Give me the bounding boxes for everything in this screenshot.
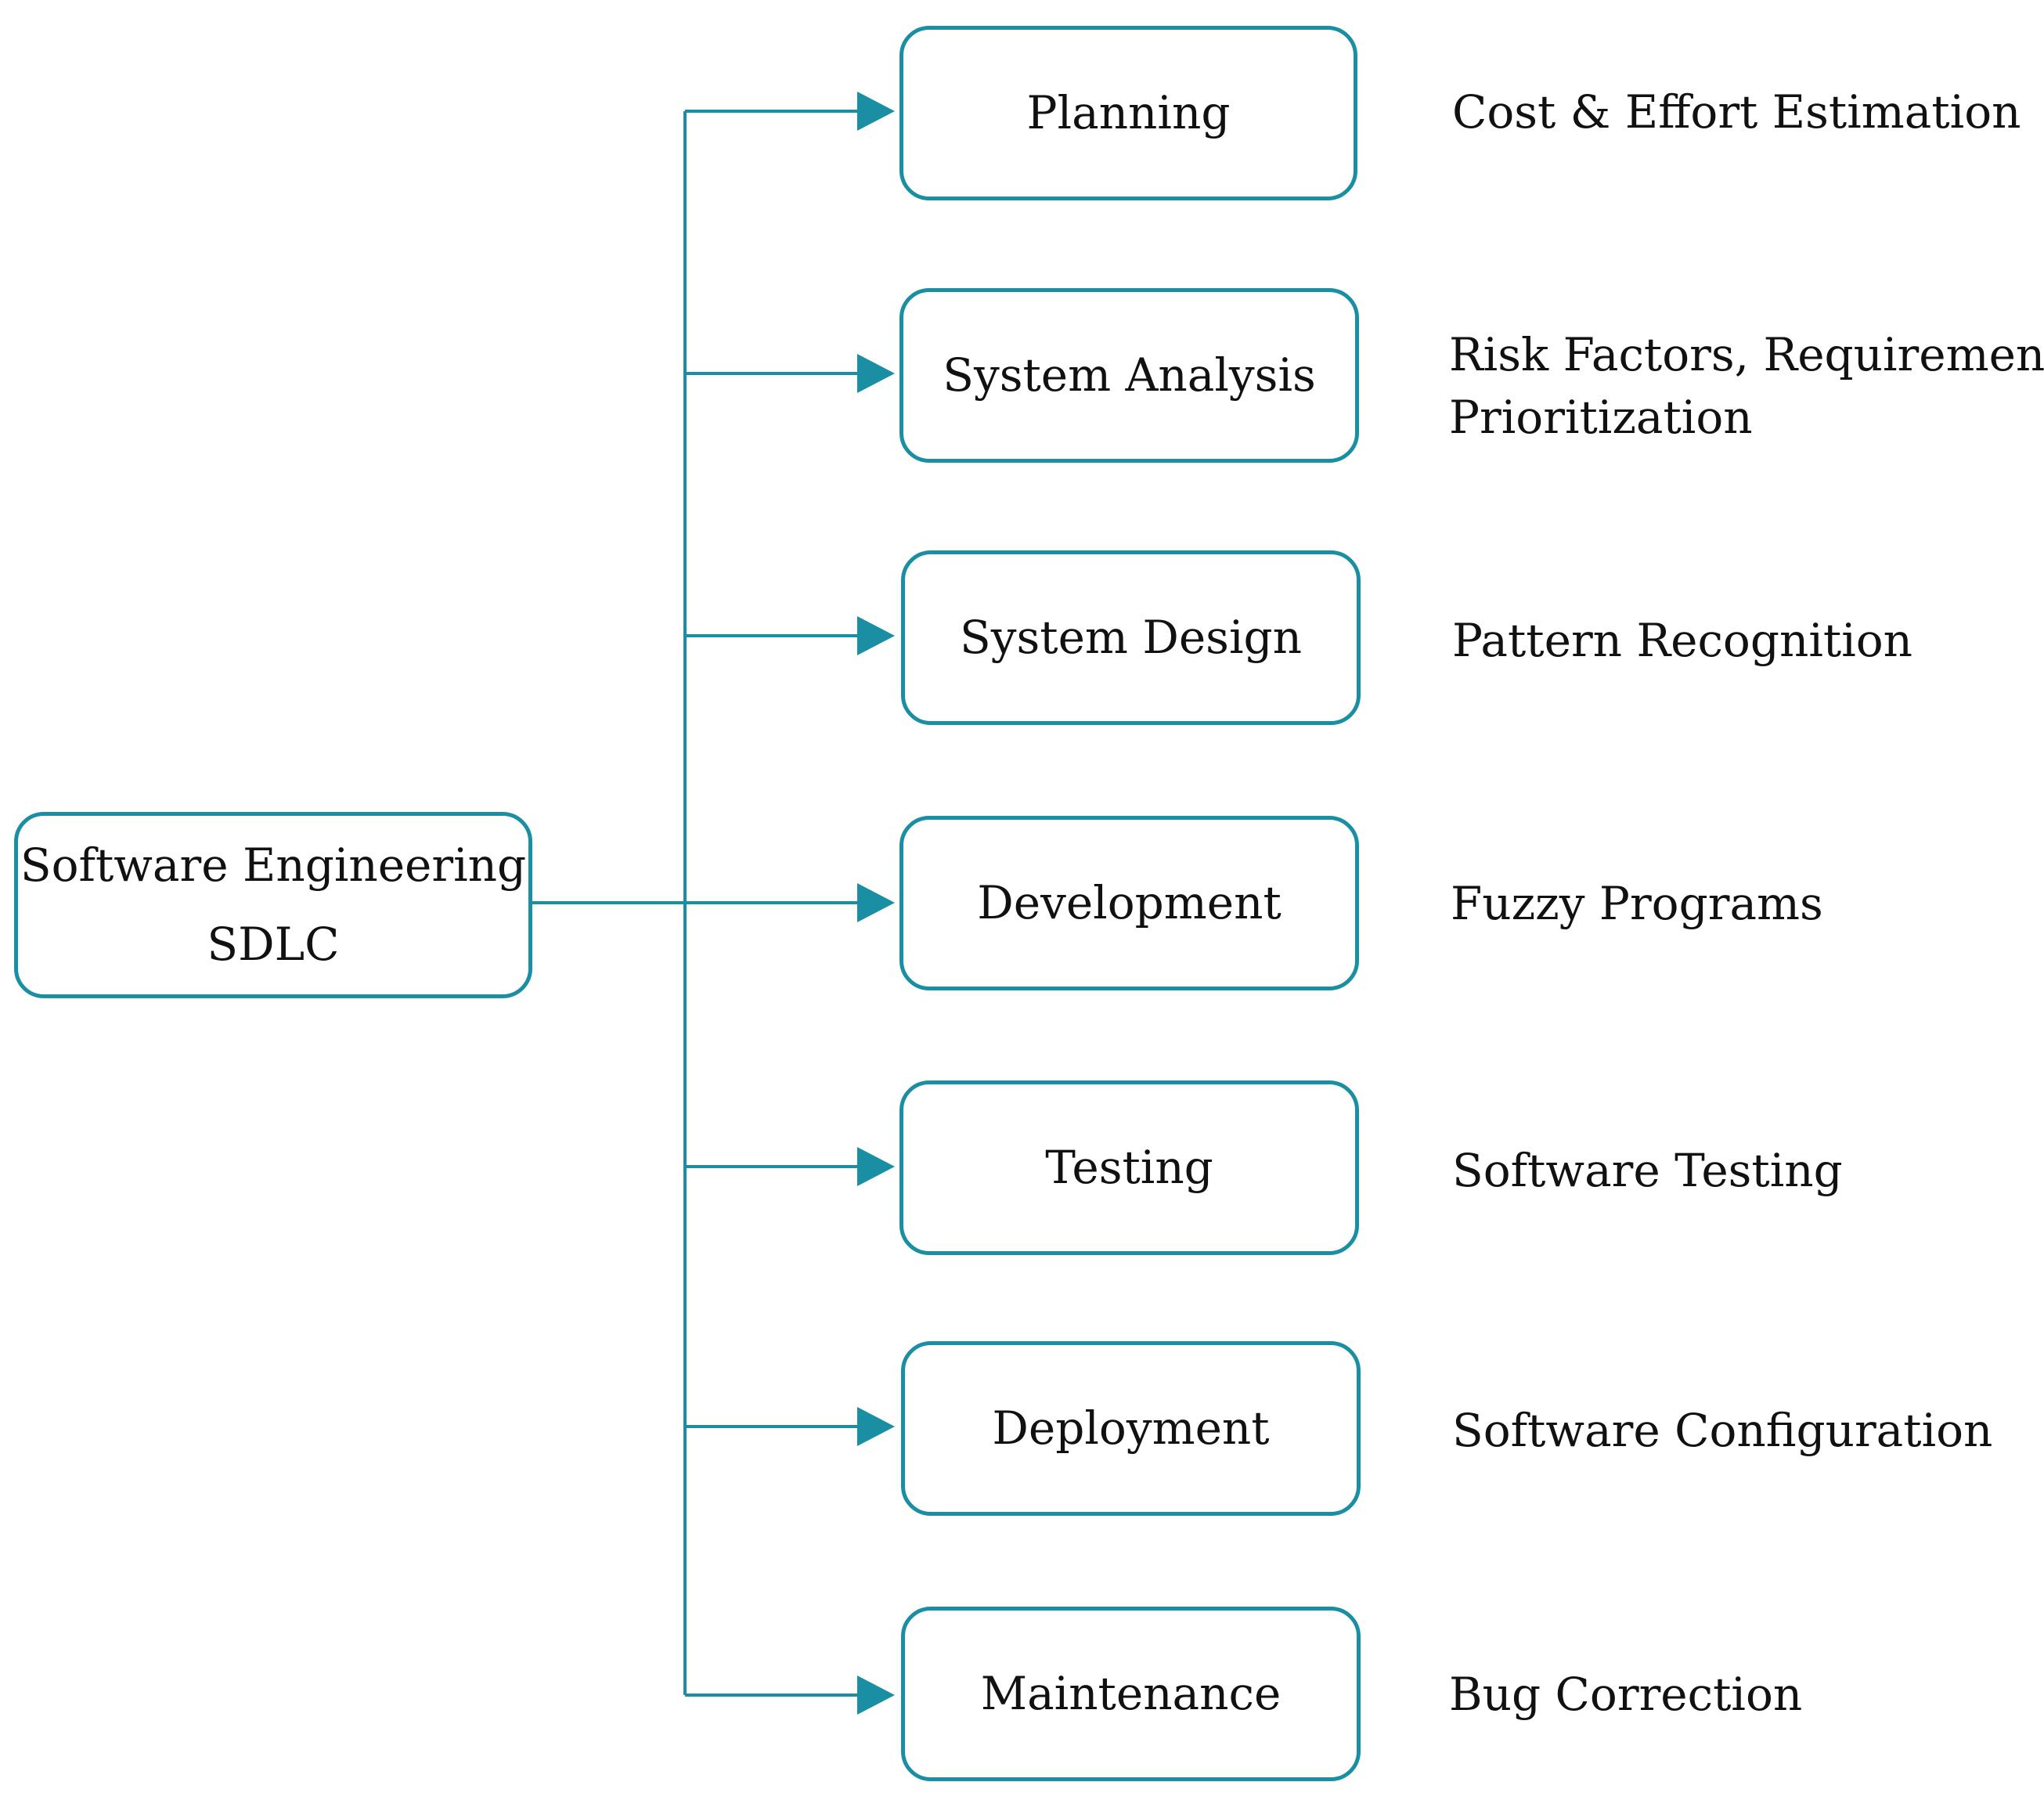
stage-node-maintenance: Maintenance [901,1607,1361,1781]
root-node-subtitle: SDLC [207,918,340,971]
stage-note-line: Bug Correction [1449,1668,1803,1721]
stage-node-testing: Testing [899,1080,1359,1255]
stage-note-deployment: Software Configuration [1452,1399,1992,1462]
arrowhead-system-analysis [857,354,895,393]
stage-note-development: Fuzzy Programs [1451,872,1823,935]
stage-label-testing: Testing [1045,1140,1213,1194]
stage-note-testing: Software Testing [1452,1139,1843,1202]
stage-note-system-analysis: Risk Factors, Requirements Prioritizatio… [1449,323,2044,449]
arrowhead-planning [857,92,895,131]
root-node-title: Software Engineering [20,838,527,892]
stage-note-line: Risk Factors, Requirements [1449,328,2044,381]
stage-label-maintenance: Maintenance [980,1666,1282,1720]
stage-note-line: Prioritization [1449,391,1753,445]
stage-note-planning: Cost & Effort Estimation [1452,81,2021,143]
stage-node-deployment: Deployment [901,1341,1361,1516]
stage-note-line: Cost & Effort Estimation [1452,85,2021,139]
stage-note-line: Software Configuration [1452,1404,1993,1457]
stage-note-line: Fuzzy Programs [1451,877,1823,930]
arrowhead-deployment [857,1407,895,1446]
stage-node-system-design: System Design [901,550,1361,725]
stage-node-system-analysis: System Analysis [899,288,1359,463]
stage-note-line: Pattern Recognition [1452,614,1913,667]
arrowhead-development [857,883,895,922]
stage-label-system-analysis: System Analysis [943,348,1316,402]
arrowhead-system-design [857,616,895,655]
stage-node-planning: Planning [899,26,1357,200]
arrowhead-testing [857,1147,895,1186]
arrowhead-maintenance [857,1676,895,1715]
stage-note-system-design: Pattern Recognition [1452,609,1912,672]
stage-note-line: Software Testing [1452,1144,1843,1197]
stage-label-planning: Planning [1026,85,1231,139]
stage-label-system-design: System Design [960,610,1302,664]
stage-node-development: Development [899,816,1359,990]
stage-label-deployment: Deployment [992,1401,1270,1455]
stage-label-development: Development [977,875,1282,929]
root-node: Software Engineering SDLC [14,812,532,998]
stage-note-maintenance: Bug Correction [1449,1663,1802,1726]
